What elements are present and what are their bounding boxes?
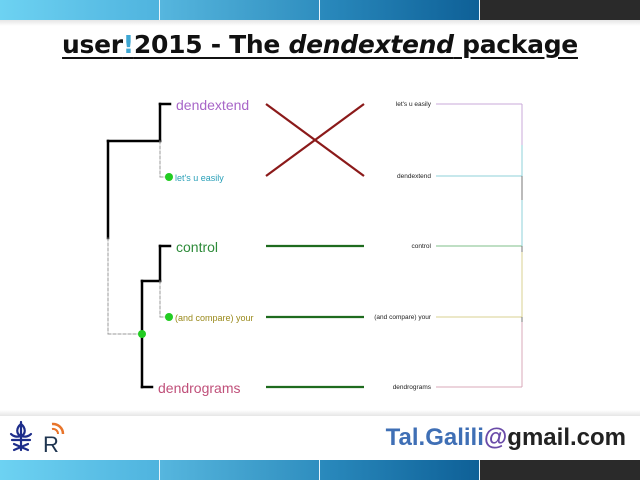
left-dendrogram (106, 102, 173, 389)
left-leaf-label: (and compare) your (175, 313, 254, 323)
top-bar-shadow (0, 20, 640, 26)
tel-aviv-university-logo-icon (9, 420, 33, 452)
right-leaf-label: let's u easily (396, 101, 432, 108)
right-leaf-label: dendextend (397, 173, 431, 180)
top-bar-segment-2 (160, 0, 320, 20)
r-logo-icon: R (43, 422, 65, 454)
email-at: @ (483, 424, 508, 451)
top-decorative-bar (0, 0, 640, 20)
title-prefix: user (62, 30, 123, 59)
left-leaf-label: let's u easily (175, 173, 224, 183)
crossed-connection (265, 103, 365, 177)
left-leaf-label: dendrograms (158, 380, 241, 396)
top-bar-segment-1 (0, 0, 160, 20)
email-name: Tal.Galili (385, 424, 484, 451)
right-dendrogram-labels: let's u easily dendextend control (and c… (374, 101, 432, 391)
left-dendrogram-labels: dendextend let's u easily control (and c… (158, 97, 254, 396)
bottom-bar-segment-4 (480, 460, 640, 480)
bottom-bar-segment-1 (0, 460, 160, 480)
right-leaf-label: control (411, 243, 431, 250)
tanglegram-connections (265, 103, 365, 389)
right-leaf-label: (and compare) your (374, 314, 432, 321)
title-mid: 2015 - The (133, 30, 289, 59)
top-bar-segment-4 (480, 0, 640, 20)
bottom-decorative-bar (0, 460, 640, 480)
bottom-bar-shadow (0, 410, 640, 416)
top-bar-segment-3 (320, 0, 480, 20)
bottom-bar-segment-3 (320, 460, 480, 480)
title-package-name: dendextend (288, 30, 454, 59)
left-leaf-label: control (176, 239, 218, 255)
title-bang: ! (122, 30, 134, 59)
slide-title: user!2015 - The dendextend package (0, 30, 640, 59)
email-domain: gmail.com (507, 424, 626, 451)
contact-email[interactable]: Tal.Galili@gmail.com (386, 424, 626, 452)
svg-text:R: R (43, 432, 59, 454)
left-leaf-label: dendextend (176, 97, 249, 113)
right-leaf-label: dendrograms (393, 384, 432, 391)
title-suffix: package (453, 30, 578, 59)
bottom-bar-segment-2 (160, 460, 320, 480)
right-dendrogram (436, 103, 523, 388)
